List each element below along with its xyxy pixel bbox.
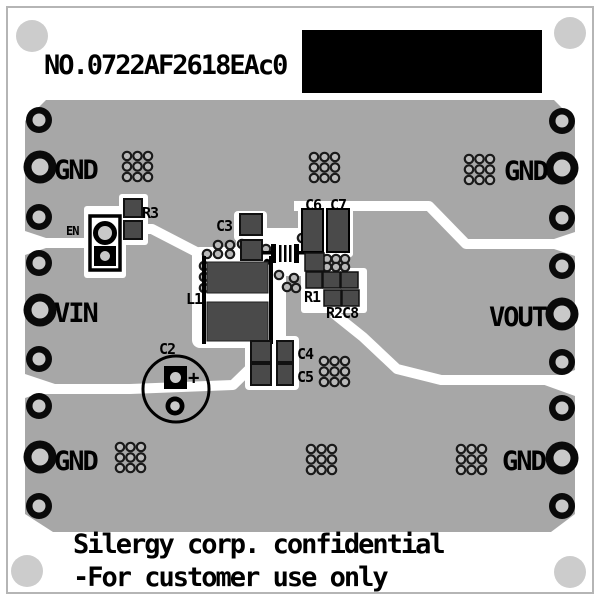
tooling-hole-top-right bbox=[554, 17, 586, 49]
via-grid-top-right bbox=[465, 155, 494, 184]
trace-vout-top bbox=[294, 201, 575, 249]
label-block bbox=[302, 30, 542, 93]
footer-line1: Silergy corp. confidential bbox=[73, 529, 444, 560]
gnd-bottom-right-label: GND bbox=[502, 446, 547, 477]
tooling-hole-bottom-right bbox=[554, 556, 586, 588]
c3-label: C3 bbox=[216, 217, 233, 235]
component-c2: + bbox=[141, 354, 211, 424]
gnd-top-left-label: GND bbox=[54, 155, 99, 186]
gnd-top-right-label: GND bbox=[504, 156, 549, 187]
l1-label: L1 bbox=[186, 290, 203, 308]
vout-label: VOUT bbox=[489, 302, 548, 333]
left-pad-column bbox=[23, 107, 57, 519]
component-c7 bbox=[326, 208, 350, 253]
c6-label: C6 bbox=[305, 196, 322, 214]
r2c8-label: R2C8 bbox=[326, 304, 359, 322]
r1-label: R1 bbox=[304, 288, 321, 306]
component-l1 bbox=[202, 256, 273, 344]
component-near-c3 bbox=[240, 239, 263, 261]
component-c3 bbox=[239, 213, 263, 236]
gnd-bottom-left-label: GND bbox=[54, 446, 99, 477]
c2-polarity-mark: + bbox=[188, 367, 199, 389]
component-r3 bbox=[123, 198, 143, 240]
en-label: EN bbox=[66, 224, 79, 238]
via-grid-top-center bbox=[310, 153, 339, 182]
part-number-label: NO.0722AF2618EAc0 bbox=[44, 50, 287, 81]
c7-label: C7 bbox=[330, 196, 346, 214]
via-grid-top-left bbox=[123, 152, 152, 181]
r3-label: R3 bbox=[142, 204, 159, 222]
en-header bbox=[88, 214, 122, 272]
right-pad-column bbox=[545, 108, 579, 519]
component-c6 bbox=[301, 208, 324, 253]
via-grid-bottom-left bbox=[116, 443, 145, 472]
c2-label: C2 bbox=[159, 340, 175, 358]
tooling-hole-bottom-left bbox=[11, 555, 43, 587]
image-border-frame bbox=[6, 6, 594, 594]
via-grid-bottom-center bbox=[307, 445, 336, 474]
via-grid-mid-center bbox=[320, 357, 349, 386]
trace-vout-bottom bbox=[329, 309, 575, 385]
via-grid-bottom-right bbox=[457, 445, 486, 474]
component-c4-c5 bbox=[250, 340, 294, 386]
c4-label: C4 bbox=[297, 345, 314, 363]
component-cluster-r1-r2-c8 bbox=[304, 252, 360, 307]
footer-line2: -For customer use only bbox=[73, 562, 388, 593]
c5-label: C5 bbox=[297, 368, 314, 386]
vin-label: VIN bbox=[54, 298, 98, 329]
tooling-hole-top-left bbox=[16, 20, 48, 52]
